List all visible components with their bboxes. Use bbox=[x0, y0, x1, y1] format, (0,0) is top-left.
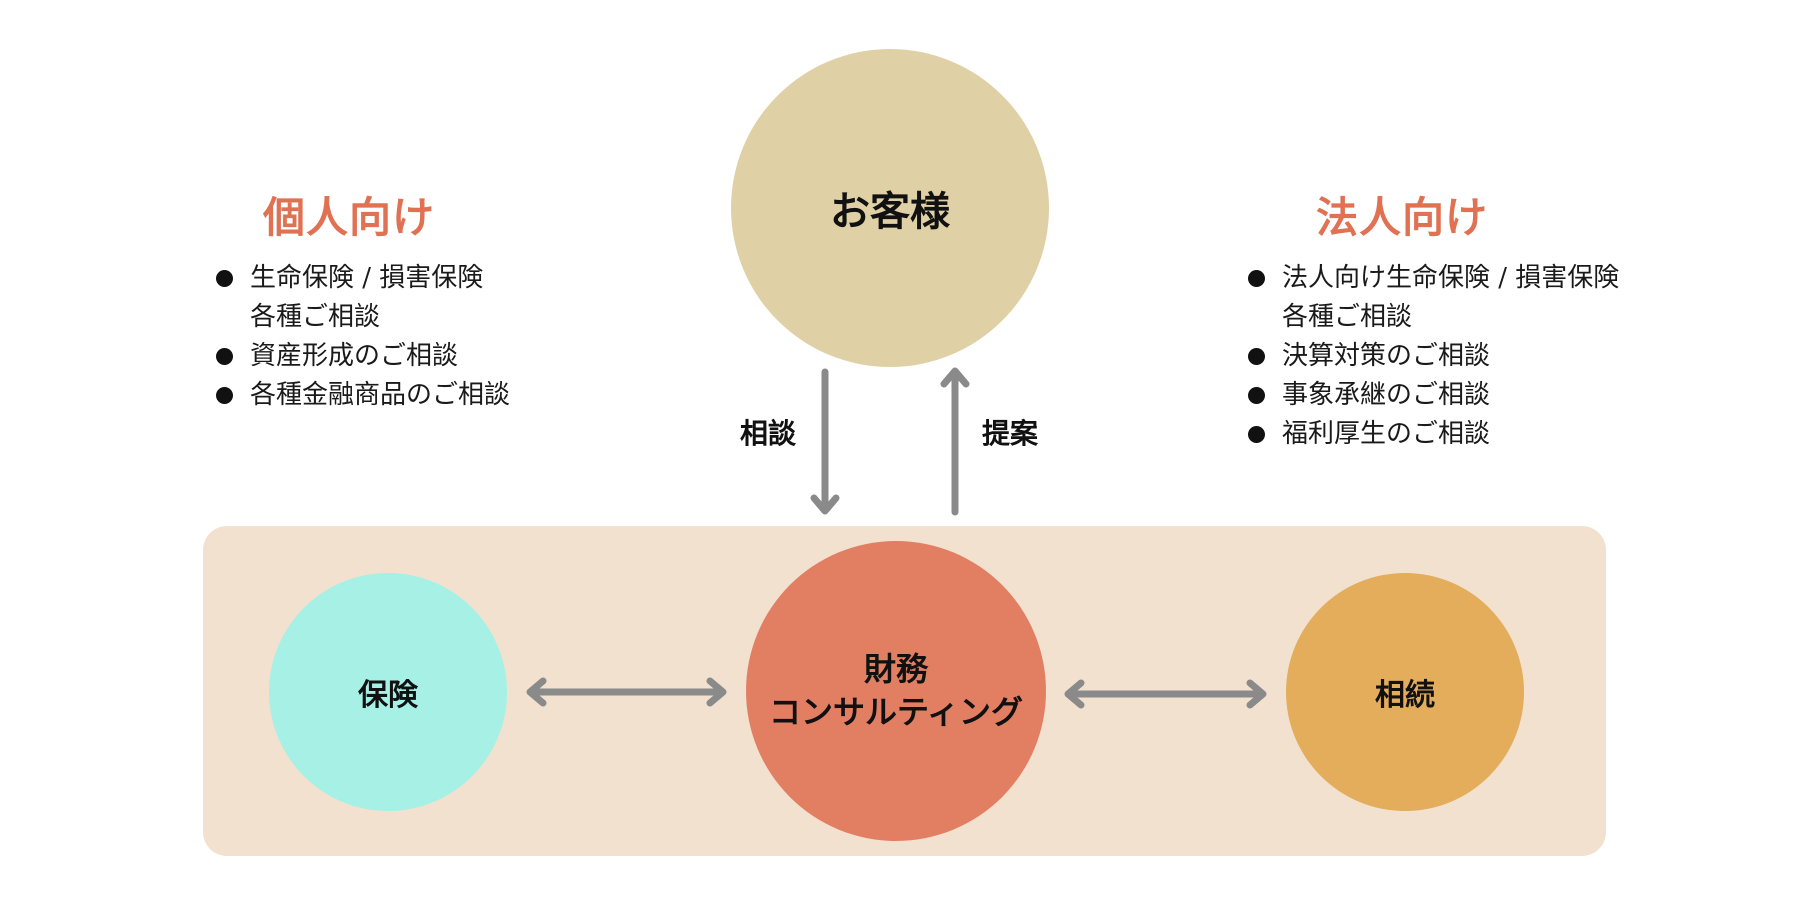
list-item: 決算対策のご相談 bbox=[1248, 337, 1619, 376]
financial-consulting-node: 財務 コンサルティング bbox=[746, 541, 1046, 841]
list-item: 法人向け生命保険 / 損害保険 各種ご相談 bbox=[1248, 259, 1619, 337]
list-item: 福利厚生のご相談 bbox=[1248, 415, 1619, 454]
consulting-label-line1: 財務 bbox=[863, 649, 928, 688]
inheritance-node: 相続 bbox=[1286, 573, 1524, 811]
list-item: 生命保険 / 損害保険 各種ご相談 bbox=[216, 259, 510, 337]
list-item: 事象承継のご相談 bbox=[1248, 376, 1619, 415]
proposal-label: 提案 bbox=[982, 417, 1039, 450]
customer-label: お客様 bbox=[830, 189, 950, 235]
individual-list: 生命保険 / 損害保険 各種ご相談 資産形成のご相談 各種金融商品のご相談 bbox=[216, 259, 510, 415]
list-item: 資産形成のご相談 bbox=[216, 337, 510, 376]
proposal-arrow bbox=[940, 367, 970, 516]
consulting-inheritance-arrow bbox=[1064, 679, 1267, 709]
customer-node: お客様 bbox=[731, 49, 1049, 367]
consult-arrow bbox=[810, 368, 840, 515]
insurance-node: 保険 bbox=[269, 573, 507, 811]
insurance-consulting-arrow bbox=[526, 677, 727, 707]
list-item: 各種金融商品のご相談 bbox=[216, 376, 510, 415]
inheritance-label: 相続 bbox=[1375, 678, 1435, 713]
consult-label: 相談 bbox=[740, 417, 797, 450]
corporate-heading: 法人向け bbox=[1316, 193, 1489, 242]
individual-heading: 個人向け bbox=[263, 193, 436, 242]
consulting-label-line2: コンサルティング bbox=[768, 693, 1024, 731]
corporate-list: 法人向け生命保険 / 損害保険 各種ご相談 決算対策のご相談 事象承継のご相談 … bbox=[1248, 259, 1619, 454]
insurance-label: 保険 bbox=[358, 678, 418, 713]
